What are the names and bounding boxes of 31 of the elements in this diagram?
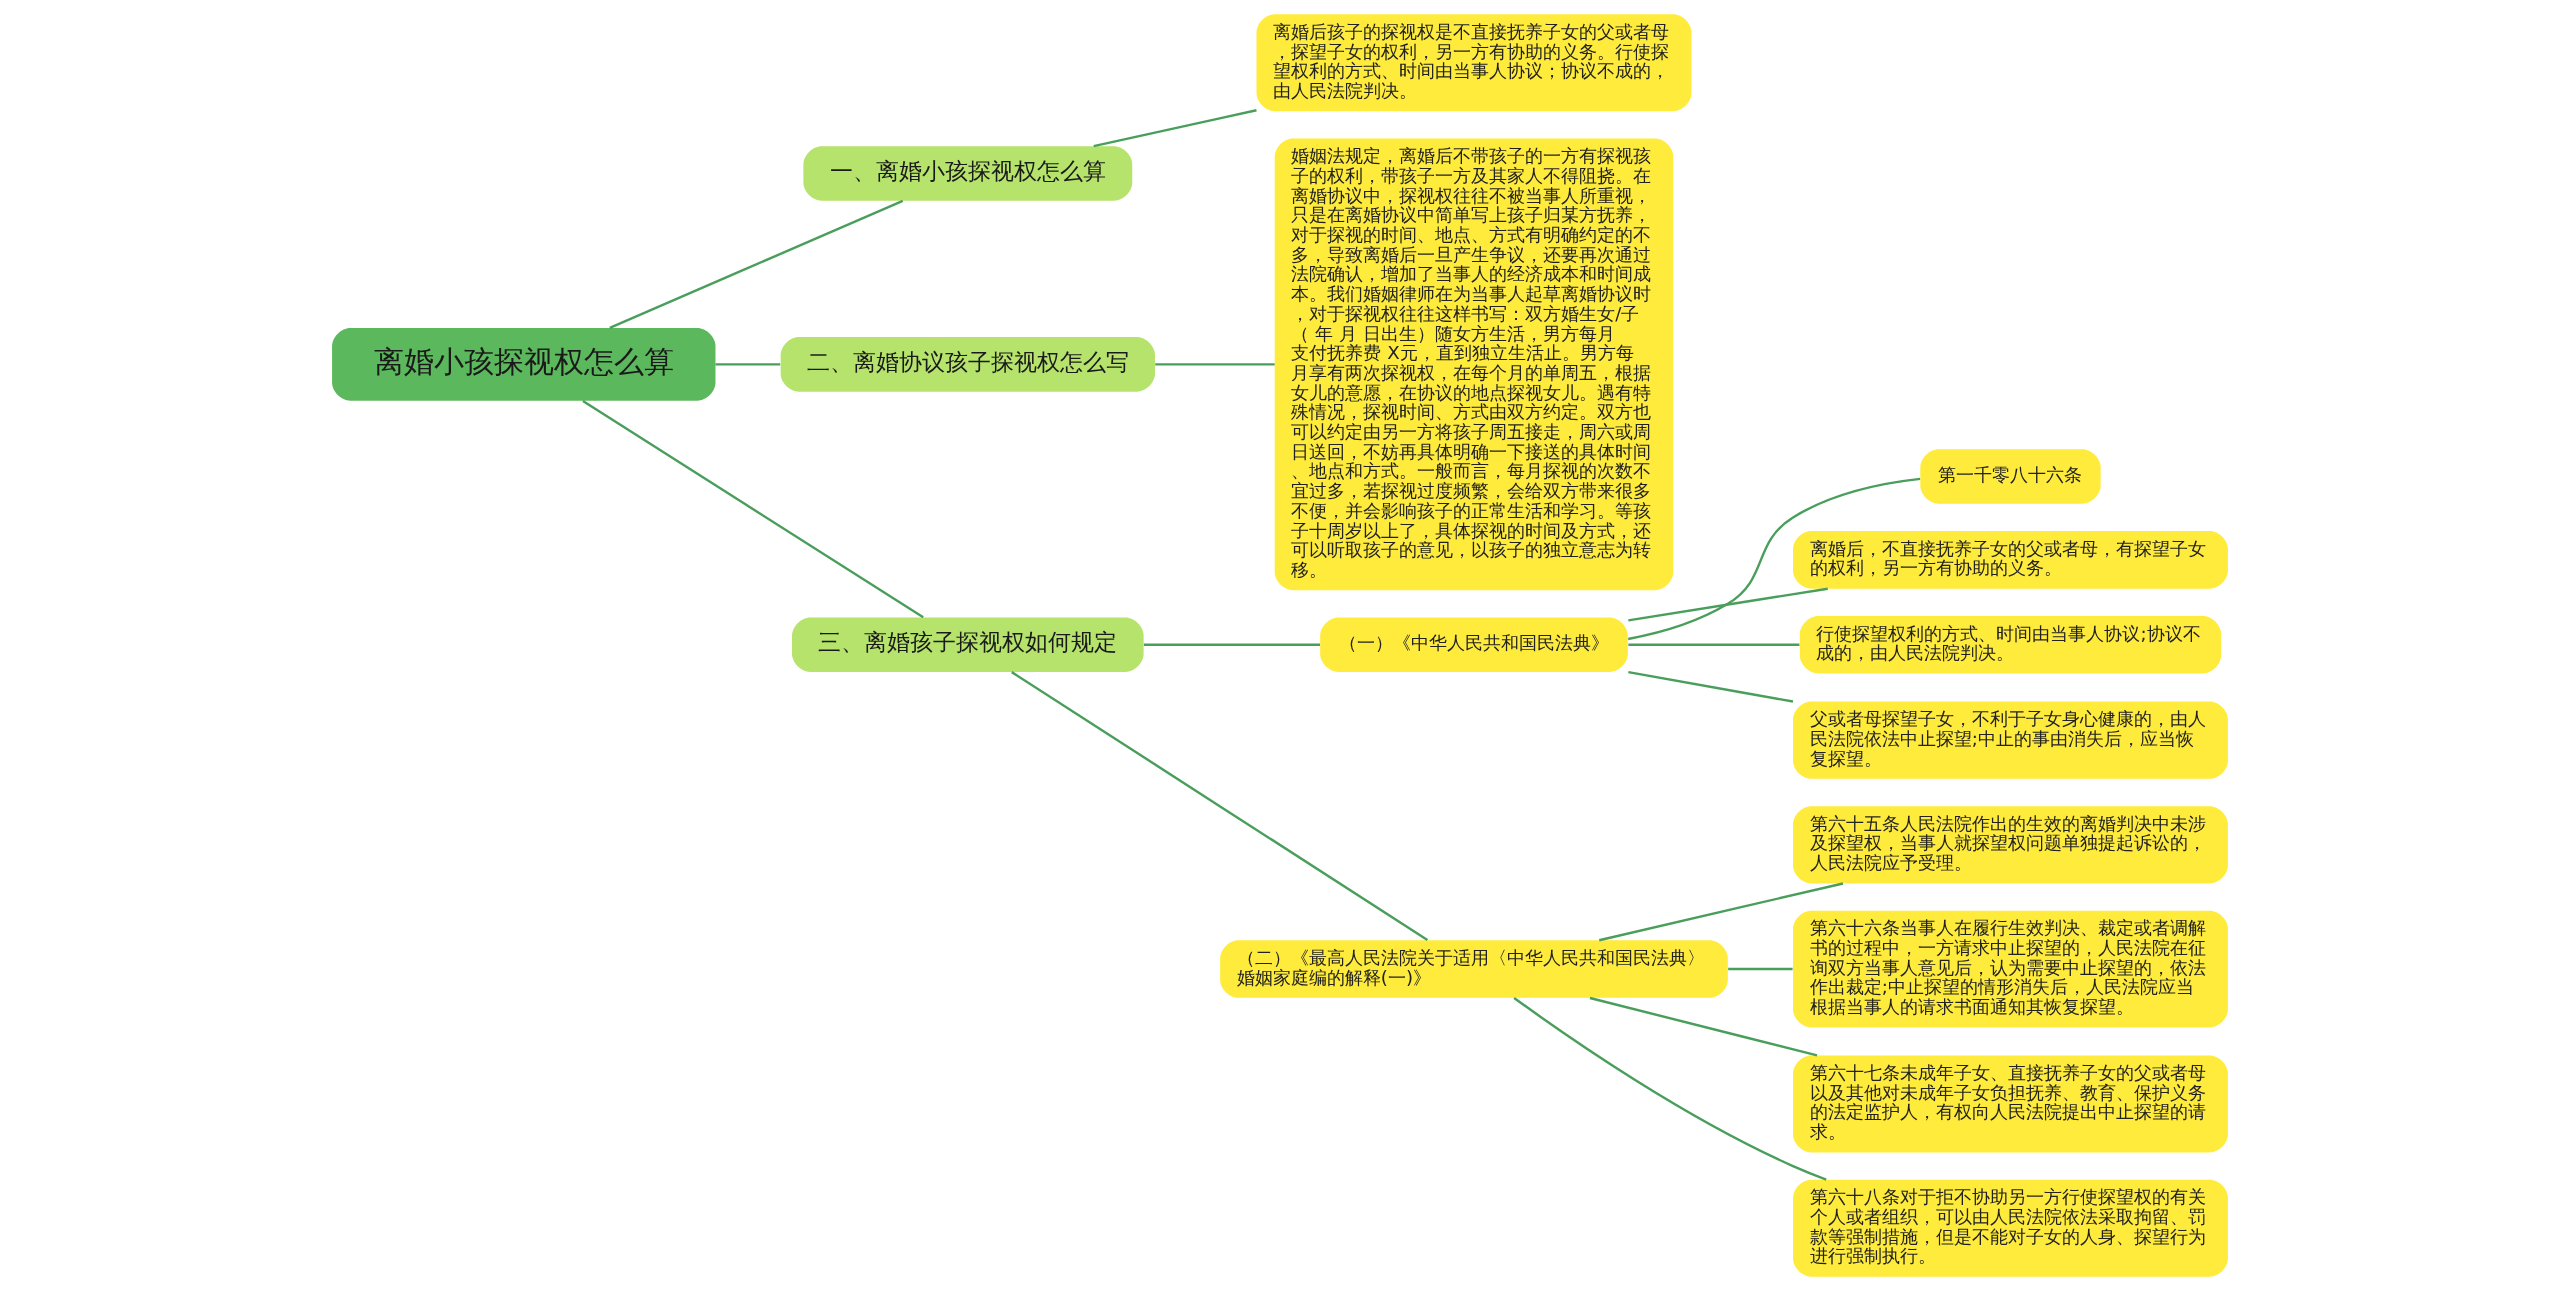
connector <box>582 400 924 619</box>
connector <box>1093 109 1257 148</box>
node-box: 三、离婚孩子探视权如何规定 <box>792 617 1144 672</box>
connector <box>1598 882 1844 942</box>
node-box: 父或者母探望子女，不利于子女身心健康的，由人民法院依法中止探望;中止的事由消失后，应当恢复探望。 <box>1793 701 2228 779</box>
node-box: （一）《中华人民共和国民法典》 <box>1320 617 1628 672</box>
connector <box>1589 996 1818 1057</box>
connector <box>1628 587 1828 622</box>
node-box: 婚姻法规定，离婚后不带孩子的一方有探视孩子的权利，带孩子一方及其家人不得阻挠。在离婚协议中，探视权往往不被当事人所重视，只是在离婚协议中简单写上孩子归某方抚养，对于探视的时间、地点、方式有明确约定的不多，导致离婚后一旦产生争议，还要再次通过法院确认，增加了当事人的经济成本和时间成本。我们婚姻律师在为当事人起草离婚协议时，对于探视权往往这样书写：双方婚生女/子（ 年 月 日出生）随女方生活，男方每月支付抚养费 X元，直到独立生活止。男方每月享有两次探视权，在每个月的单周五，根据女儿的意愿，在协议的地点探视女儿。遇有特殊情况，探视时间、方式由双方约定。双方也可以约定由另一方将孩子周五接走，周六或周日送回，不妨再具体明确一下接送的具体时间、地点和方式。一般而言，每月探视的次数不宜过多，若探视过度频繁，会给双方带来很多不便，并会影响孩子的正常生活和学习。等孩子十周岁以上了，具体探视的时间及方式，还可以听取孩子的意见，以孩子的独立意志为转移。 <box>1274 138 1674 591</box>
connector <box>1513 996 1827 1181</box>
node-box: （二）《最高人民法院关于适用〈中华人民共和国民法典〉婚姻家庭编的解释(一)》 <box>1220 940 1728 998</box>
node-box: 行使探望权利的方式、时间由当事人协议;协议不成的，由人民法院判决。 <box>1799 615 2222 674</box>
connector <box>1628 643 1800 646</box>
connector <box>1728 967 1793 971</box>
node-box: 一、离婚小孩探视权怎么算 <box>803 146 1133 201</box>
connector <box>1155 363 1275 366</box>
connector <box>1143 643 1320 646</box>
node-box: 第六十七条未成年子女、直接抚养子女的父或者母以及其他对未成年子女负担抚养、教育、保护义务的法定监护人，有权向人民法院提出中止探望的请求。 <box>1793 1055 2228 1153</box>
connector <box>1011 671 1429 942</box>
node-box: 第一千零八十六条 <box>1920 449 2101 504</box>
node-box: 第六十六条当事人在履行生效判决、裁定或者调解书的过程中，一方请求中止探望的，人民法院在征询双方当事人意见后，认为需要中止探望的，依法作出裁定;中止探望的情形消失后，人民法院应当根据当事人的请求书面通知其恢复探望。 <box>1793 910 2228 1028</box>
node-box: 离婚后孩子的探视权是不直接抚养子女的父或者母，探望子女的权利，另一方有协助的义务。行使探望权利的方式、时间由当事人协议；协议不成的，由人民法院判决。 <box>1256 14 1692 112</box>
connector <box>1628 670 1794 703</box>
node-box: 第六十五条人民法院作出的生效的离婚判决中未涉及探望权，当事人就探望权问题单独提起诉讼的，人民法院应予受理。 <box>1793 806 2228 884</box>
node-box: 离婚小孩探视权怎么算 <box>332 328 716 401</box>
connector <box>609 199 904 329</box>
node-box: 二、离婚协议孩子探视权怎么写 <box>780 337 1155 392</box>
node-box: 离婚后，不直接抚养子女的父或者母，有探望子女的权利，另一方有协助的义务。 <box>1793 531 2228 589</box>
node-box: 第六十八条对于拒不协助另一方行使探望权的有关个人或者组织，可以由人民法院依法采取拘留、罚款等强制措施，但是不能对子女的人身、探望行为进行强制执行。 <box>1793 1179 2228 1277</box>
connector <box>715 363 781 366</box>
connector <box>1627 477 1921 641</box>
